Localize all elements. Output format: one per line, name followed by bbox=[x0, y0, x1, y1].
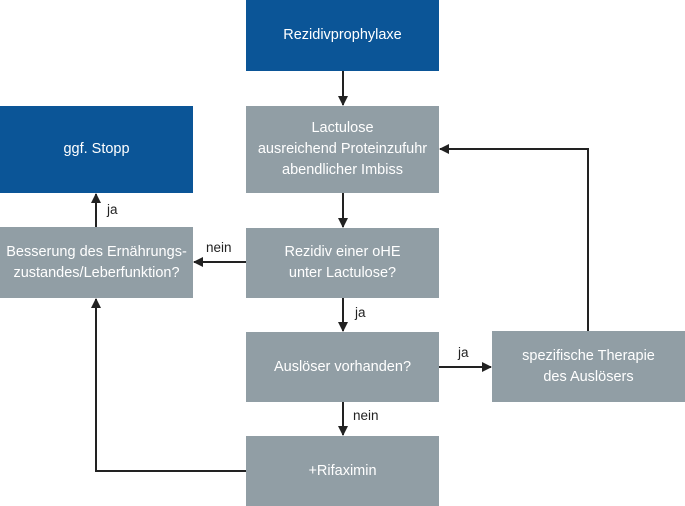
edge-label-ja-stopp: ja bbox=[107, 202, 118, 217]
node-ausloeser: Auslöser vorhanden? bbox=[246, 332, 439, 402]
edge-label-ja-therapie: ja bbox=[458, 345, 469, 360]
node-rezidivprophylaxe-label: Rezidivprophylaxe bbox=[283, 27, 402, 43]
node-lactulose: Lactulose ausreichend Proteinzufuhr aben… bbox=[246, 106, 439, 193]
edge-label-nein-besserung: nein bbox=[206, 240, 232, 255]
node-rifaximin-label: +Rifaximin bbox=[308, 462, 377, 479]
arrow-therapie-to-lactulose bbox=[439, 144, 589, 331]
edge-label-nein-rifaximin: nein bbox=[353, 408, 379, 423]
node-spezifische-therapie: spezifische Therapie des Auslösers bbox=[492, 331, 685, 402]
node-besserung: Besserung des Ernährungs- zustandes/Lebe… bbox=[0, 227, 193, 298]
node-rezidiv-ohe: Rezidiv einer oHE unter Lactulose? bbox=[246, 228, 439, 298]
node-spezifische-therapie-label: spezifische Therapie des Auslösers bbox=[522, 347, 655, 385]
node-lactulose-label: Lactulose ausreichend Proteinzufuhr aben… bbox=[257, 120, 428, 178]
edge-label-ja-ausloeser: ja bbox=[355, 305, 366, 320]
node-besserung-label: Besserung des Ernährungs- zustandes/Lebe… bbox=[6, 243, 187, 281]
node-rezidivprophylaxe: Rezidivprophylaxe bbox=[246, 0, 439, 71]
node-rezidiv-ohe-label: Rezidiv einer oHE unter Lactulose? bbox=[284, 244, 401, 281]
node-stopp: ggf. Stopp bbox=[0, 106, 193, 193]
arrow-rifaximin-to-besserung bbox=[91, 298, 246, 472]
node-rifaximin: +Rifaximin bbox=[246, 436, 439, 506]
node-ausloeser-label: Auslöser vorhanden? bbox=[273, 358, 412, 375]
node-stopp-label: ggf. Stopp bbox=[63, 141, 130, 157]
